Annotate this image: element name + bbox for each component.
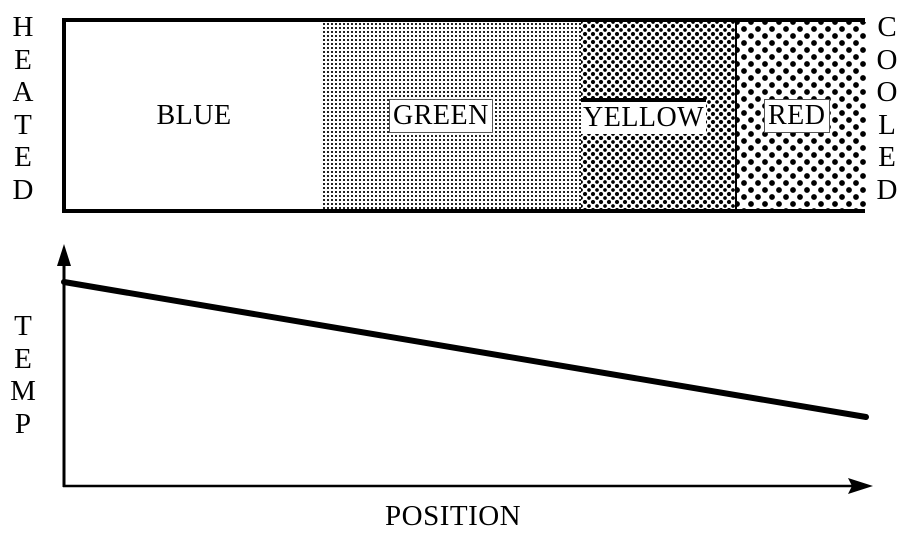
cooled-label: C O O L E D <box>870 11 904 206</box>
heated-letter: E <box>14 43 32 76</box>
region-yellow-label: YELLOW <box>581 97 707 134</box>
cooled-letter: L <box>878 108 896 141</box>
heated-label: H E A T E D <box>6 11 40 206</box>
temp-axis-label: T E M P <box>6 310 40 440</box>
temp-letter: M <box>10 375 36 407</box>
y-axis-arrow-icon <box>57 244 71 266</box>
x-axis-arrow-icon <box>848 478 873 494</box>
cooled-letter: E <box>878 141 896 173</box>
cooled-letter: O <box>876 43 898 76</box>
region-blue: BLUE <box>66 22 322 209</box>
temperature-line <box>61 279 869 420</box>
region-green-label: GREEN <box>389 98 493 133</box>
heated-letter: E <box>14 141 32 173</box>
color-band-bar: BLUE GREEN YELLOW RED <box>62 18 867 213</box>
temp-letter: T <box>14 310 32 342</box>
region-blue-label: BLUE <box>153 99 235 132</box>
heated-letter: H <box>12 11 34 43</box>
region-red-label: RED <box>764 98 830 133</box>
region-yellow: YELLOW <box>581 22 735 209</box>
cooled-letter: C <box>877 11 897 43</box>
heated-letter: D <box>12 173 34 206</box>
cooled-letter: O <box>876 76 898 108</box>
temp-letter: P <box>14 407 32 440</box>
cooled-letter: D <box>876 173 898 206</box>
heated-letter: T <box>14 108 32 141</box>
heated-letter: A <box>12 76 34 108</box>
temp-letter: E <box>14 342 32 375</box>
position-axis-label: POSITION <box>385 500 522 532</box>
region-red: RED <box>735 22 867 209</box>
region-green: GREEN <box>322 22 581 209</box>
